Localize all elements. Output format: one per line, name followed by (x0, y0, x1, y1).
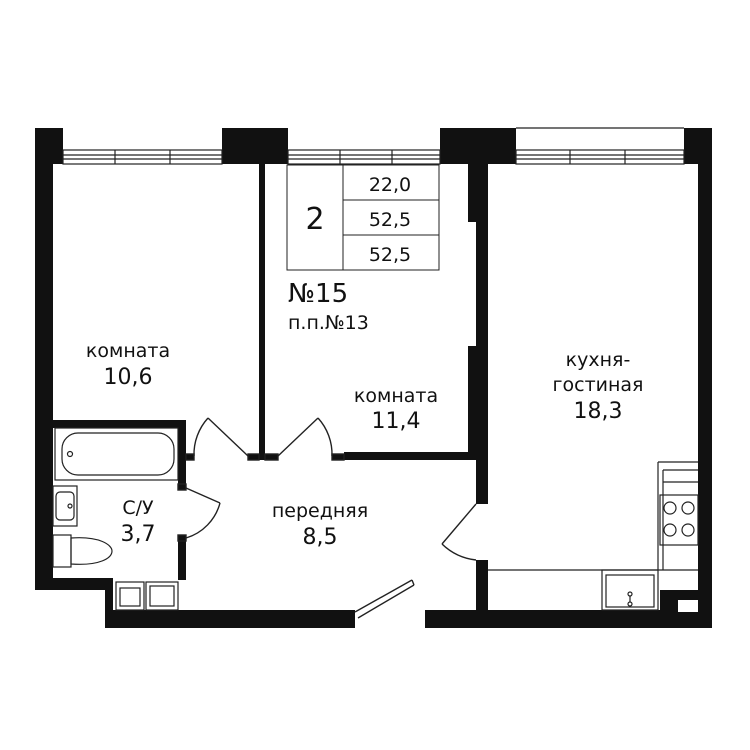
wall-partition-3b (476, 560, 488, 615)
washbasin (52, 485, 78, 527)
wall-top-mid2 (440, 128, 516, 164)
wall-bath-right2 (178, 538, 186, 580)
area-total: 52,5 (369, 209, 411, 231)
wall-bath-right (178, 420, 186, 488)
apartment-number: №15 (288, 279, 348, 309)
door-room1 (185, 417, 260, 461)
wall-top-mid1 (222, 128, 288, 164)
door-bathroom (177, 483, 221, 542)
room2-area: 11,4 (372, 409, 421, 434)
wall-bottom-right (425, 610, 665, 628)
area-total-living: 22,0 (369, 174, 411, 196)
bathroom-area: 3,7 (121, 522, 156, 547)
utility-boxes (115, 581, 179, 611)
wall-top-left (35, 128, 63, 164)
apartment-serial: п.п.№13 (288, 312, 369, 334)
wall-bottom-left (35, 578, 105, 590)
walls (35, 128, 712, 628)
wall-right (698, 128, 712, 598)
window-room2 (287, 149, 441, 165)
room1-area: 10,6 (104, 365, 153, 390)
wall-partition-1 (259, 164, 265, 460)
window-room1 (62, 149, 223, 165)
door-entrance (354, 579, 415, 619)
kitchen-sink (601, 569, 659, 611)
wall-partition-2 (468, 164, 476, 222)
wall-bath-bottom (105, 578, 113, 628)
wall-bottom-corner-notch (678, 600, 698, 612)
doors (177, 417, 477, 619)
room1-name: комната (86, 340, 170, 362)
room2-name: комната (354, 385, 438, 407)
info-box (286, 164, 440, 271)
wall-partition-2b (468, 346, 476, 460)
door-kitchen (441, 503, 477, 561)
wall-partition-3 (476, 164, 488, 504)
kitchen-name-line1: кухня- (566, 349, 631, 371)
kitchen-name-line2: гостиная (553, 374, 644, 396)
door-room2 (264, 417, 345, 461)
hall-name: передняя (272, 500, 368, 522)
fixtures (52, 427, 699, 611)
wall-room2-bottom (344, 452, 476, 460)
wall-left (35, 128, 53, 590)
area-total-2: 52,5 (369, 244, 411, 266)
stove (659, 494, 699, 546)
bathtub (54, 427, 179, 481)
kitchen-counter (488, 461, 698, 571)
wall-bottom-mid (105, 610, 355, 628)
rooms-count: 2 (305, 202, 324, 237)
toilet (52, 534, 113, 568)
kitchen-area: 18,3 (574, 399, 623, 424)
windows (62, 127, 685, 165)
window-kitchen (515, 149, 685, 165)
hall-area: 8,5 (303, 525, 338, 550)
wall-bath-top (53, 420, 186, 428)
bathroom-name: С/У (122, 497, 154, 519)
